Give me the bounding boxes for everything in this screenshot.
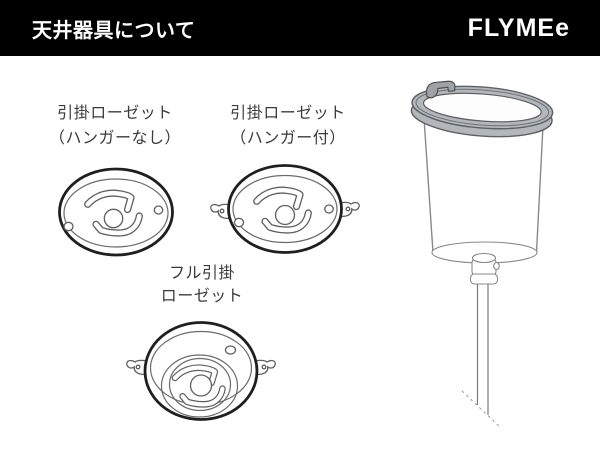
center-hole <box>103 208 124 229</box>
hanging-rod <box>476 284 489 415</box>
header-bar: 天井器具について FLYMEe <box>0 0 600 56</box>
rosette-hanger-figure <box>210 164 360 254</box>
label-rosette-plain: 引掛ローゼット （ハンガーなし） <box>37 100 193 150</box>
slot-tracks <box>171 364 226 408</box>
rosette-plain-figure <box>58 167 174 257</box>
hanger-hook-right <box>337 201 360 218</box>
hanger-hook-left <box>126 359 149 376</box>
label-line: フル引掛 <box>168 263 235 282</box>
label-line: （ハンガー付） <box>230 128 346 147</box>
ceiling-ring <box>410 80 554 138</box>
mounting-clip <box>425 80 456 99</box>
break-mark <box>461 390 501 428</box>
label-rosette-hanger: 引掛ローゼット （ハンガー付） <box>210 100 366 150</box>
rosette-rim <box>63 178 169 248</box>
label-rosette-full: フル引掛 ローゼット <box>124 261 280 307</box>
label-line: 引掛ローゼット <box>230 103 346 122</box>
cord-fitting <box>469 252 500 285</box>
label-line: ローゼット <box>160 286 244 305</box>
ring-hole <box>422 92 542 123</box>
canopy-figure <box>410 80 554 428</box>
mounting-hole-right <box>324 204 334 214</box>
page-title: 天井器具について <box>32 17 196 42</box>
dome-top <box>168 357 232 412</box>
hanger-hook-left <box>210 203 233 220</box>
mounting-hole-left <box>63 221 74 232</box>
hanger-hook-right <box>253 359 276 376</box>
brand-logo: FLYMEe <box>467 13 570 42</box>
ring-step-line <box>415 88 550 127</box>
mounting-hole-right <box>153 205 164 215</box>
mounting-hole-right <box>224 345 237 355</box>
mounting-hole-left <box>233 217 245 228</box>
rosette-rim <box>232 174 338 244</box>
rosette-full-figure <box>126 321 276 421</box>
dome-base <box>160 354 239 418</box>
center-hole <box>274 204 296 226</box>
label-line: （ハンガーなし） <box>48 128 181 147</box>
label-line: 引掛ローゼット <box>57 103 173 122</box>
slot-tracks <box>253 186 312 234</box>
slot-tracks <box>84 189 143 237</box>
center-hole <box>189 374 213 397</box>
canopy-cup <box>423 115 545 262</box>
